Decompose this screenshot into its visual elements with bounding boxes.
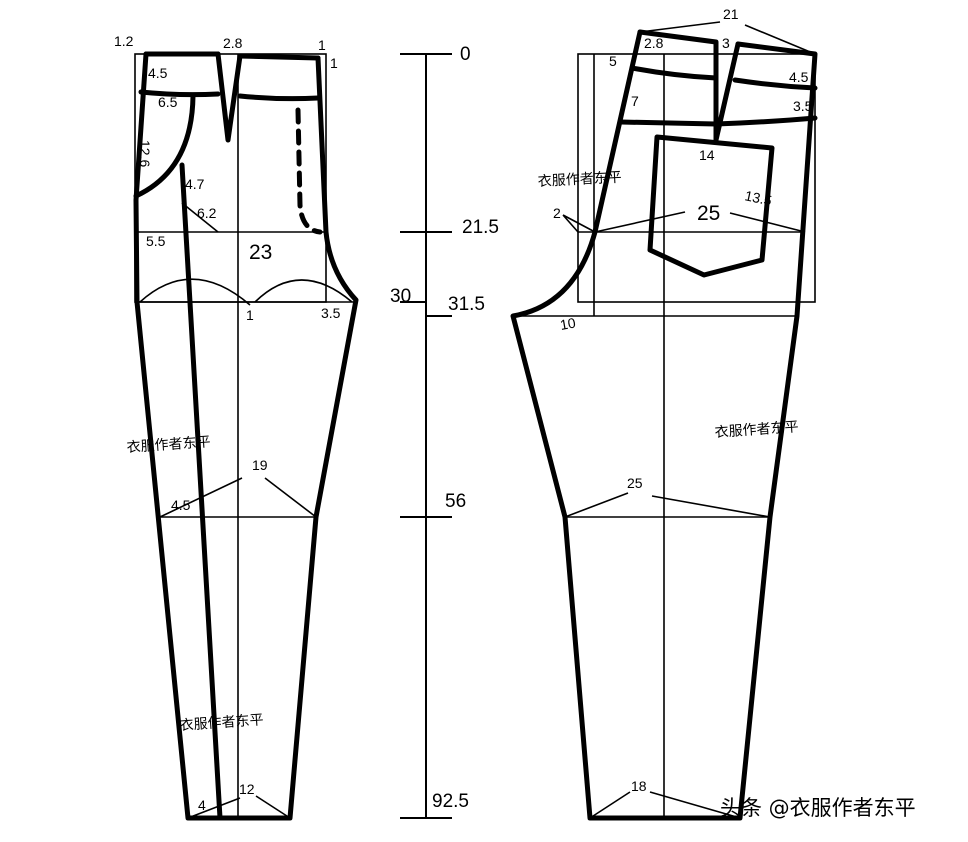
measure-label: 21 <box>723 6 739 22</box>
watermark-text: 衣服作者东平 <box>179 712 264 734</box>
front-side-line <box>179 162 223 821</box>
measure-label: 1 <box>318 37 326 53</box>
scale-label: 31.5 <box>448 294 485 315</box>
back-waist-measure-left <box>639 21 721 33</box>
measure-label: 19 <box>252 457 268 473</box>
length-scale: 0 21.5 30 31.5 56 92.5 <box>390 44 499 819</box>
measure-label: 25 <box>697 202 720 225</box>
back-measure-2 <box>562 214 596 233</box>
front-waist-top <box>143 51 321 61</box>
measure-label: 13.5 <box>743 187 773 208</box>
measure-label: 14 <box>699 147 715 163</box>
scale-label: 21.5 <box>462 217 499 238</box>
watermark-text: 衣服作者东平 <box>714 419 799 441</box>
measure-label: 25 <box>627 475 643 491</box>
back-waistband-bottom <box>629 65 818 91</box>
measure-label: 4 <box>198 797 206 813</box>
scale-label: 56 <box>445 491 466 512</box>
back-outline <box>510 29 818 821</box>
front-pocket-curve <box>133 93 196 199</box>
measure-label: 18 <box>631 778 647 794</box>
back-pocket <box>647 134 775 278</box>
back-left-waistband <box>637 29 719 143</box>
watermark-text: 衣服作者东平 <box>537 170 622 190</box>
scale-label: 30 <box>390 286 411 307</box>
measure-label: 1 <box>246 307 254 323</box>
measure-label: 2 <box>553 205 561 221</box>
measure-label: 3.5 <box>321 305 341 321</box>
front-dart <box>215 51 243 143</box>
back-waist-measure-right <box>744 24 816 55</box>
front-knee-measure-right <box>264 477 317 518</box>
back-hip-measure-left <box>594 211 686 233</box>
measure-label: 12 <box>239 781 255 797</box>
measure-label: 12.6 <box>137 140 153 167</box>
back-hem-measure-left <box>589 791 631 819</box>
measure-label: 1.2 <box>114 33 134 49</box>
measure-label: 2.8 <box>644 35 664 51</box>
measure-label: 7 <box>631 93 639 109</box>
measure-label: 4.7 <box>185 176 205 192</box>
credit-watermark: 头条 @衣服作者东平 <box>720 796 916 820</box>
front-waistband-bottom <box>138 89 321 102</box>
measure-label: 5.5 <box>146 233 166 249</box>
back-labels: 21 2.8 3 5 4.5 7 3.5 14 13.5 2 25 10 25 … <box>553 6 813 794</box>
measure-label: 6.2 <box>197 205 217 221</box>
back-frame <box>577 53 816 303</box>
measure-label: 6.5 <box>158 94 178 110</box>
measure-label: 4.5 <box>148 65 168 81</box>
measure-label: 10 <box>559 314 577 332</box>
back-knee-measure-right <box>651 495 771 518</box>
measure-label: 3 <box>722 35 730 51</box>
back-hem-measure-right <box>649 791 741 819</box>
scale-label: 92.5 <box>432 791 469 812</box>
scale-label: 0 <box>460 44 471 65</box>
back-knee-measure-left <box>564 492 629 518</box>
front-arc-right <box>254 279 353 303</box>
back-yoke-line <box>618 115 818 127</box>
front-hem-measure-right <box>255 795 291 819</box>
front-fly-stitch <box>295 107 323 235</box>
front-pocket-diagonal <box>181 202 219 233</box>
front-hem-measure-left <box>187 797 241 819</box>
measure-label: 4.5 <box>789 69 809 85</box>
front-outline <box>133 51 359 821</box>
measure-label: 5 <box>609 53 617 69</box>
watermark-text: 衣服作者东平 <box>126 434 211 456</box>
measure-label: 4.5 <box>171 497 191 513</box>
measure-label: 2.8 <box>223 35 243 51</box>
watermarks: 衣服作者东平 衣服作者东平 衣服作者东平 衣服作者东平 头条 @衣服作者东平 <box>126 170 916 820</box>
front-labels: 1.2 2.8 1 1 4.5 6.5 12.6 4.7 6.2 5.5 23 … <box>114 33 341 813</box>
measure-label: 3.5 <box>793 98 813 114</box>
measure-label: 23 <box>249 241 272 264</box>
back-piece <box>510 21 818 821</box>
measure-label: 1 <box>330 55 338 71</box>
front-arc-left <box>139 278 251 306</box>
front-piece <box>133 51 359 821</box>
